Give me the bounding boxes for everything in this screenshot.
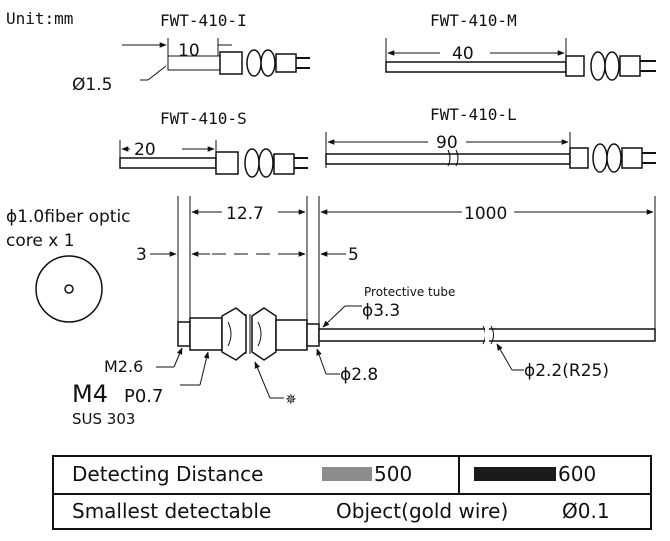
- variant-s-name: FWT-410-S: [160, 109, 247, 128]
- swatch-b: [474, 467, 556, 481]
- variant-s: FWT-410-S 20: [119, 109, 308, 178]
- spec-table: Detecting Distance 500 600 Smallest dete…: [52, 455, 652, 530]
- tube-diameter: ϕ3.3: [362, 301, 400, 321]
- value-b: 600: [558, 462, 597, 486]
- variant-l: FWT-410-L 90: [325, 105, 656, 173]
- core-inner-circle: [64, 284, 74, 294]
- variant-l-name: FWT-410-L: [430, 105, 517, 124]
- core-label-line1: ϕ1.0fiber optic: [6, 207, 131, 227]
- smallest-object-row: Smallest detectable Object(gold wire) Ø0…: [54, 494, 650, 530]
- unit-label: Unit:mm: [6, 9, 73, 28]
- variant-m-name: FWT-410-M: [430, 11, 517, 30]
- variant-s-length: 20: [134, 140, 156, 160]
- dim-tip: 3: [136, 245, 147, 265]
- variant-m: FWT-410-M 40: [385, 11, 656, 81]
- value-a: 500: [374, 462, 413, 486]
- body-thread-pitch: P0.7: [124, 386, 163, 407]
- variant-l-length: 90: [436, 133, 458, 153]
- cable-diameter: ϕ2.2(R25): [524, 361, 609, 381]
- nut-mark: ✵: [285, 392, 297, 408]
- tip-thread: M2.6: [104, 357, 143, 376]
- dim-total: 1000: [464, 204, 507, 224]
- object-value: Ø0.1: [562, 499, 610, 523]
- smallest-label: Smallest detectable: [72, 499, 272, 523]
- detecting-label: Detecting Distance: [72, 462, 264, 486]
- variant-m-length: 40: [452, 44, 474, 64]
- core-label-line2: core x 1: [6, 231, 75, 251]
- body-diameter: ϕ2.8: [340, 365, 378, 385]
- dim-back: 5: [348, 245, 359, 265]
- tube-label: Protective tube: [364, 285, 455, 299]
- row-divider: [458, 457, 460, 493]
- core-section: ϕ1.0fiber optic core x 1: [6, 207, 131, 323]
- detecting-distance-row: Detecting Distance 500 600: [54, 457, 650, 495]
- swatch-a: [322, 467, 372, 481]
- material: SUS 303: [72, 410, 135, 428]
- variant-i-name: FWT-410-I: [160, 11, 247, 30]
- variant-i-diameter: Ø1.5: [72, 75, 112, 95]
- body-thread-main: M4: [72, 380, 108, 408]
- main-sensor: 12.7 1000 3 5 Protective tu: [72, 196, 656, 428]
- object-label: Object(gold wire): [336, 499, 509, 523]
- variant-i: FWT-410-I 10 Ø1.5: [72, 11, 310, 95]
- dim-body: 12.7: [226, 204, 264, 224]
